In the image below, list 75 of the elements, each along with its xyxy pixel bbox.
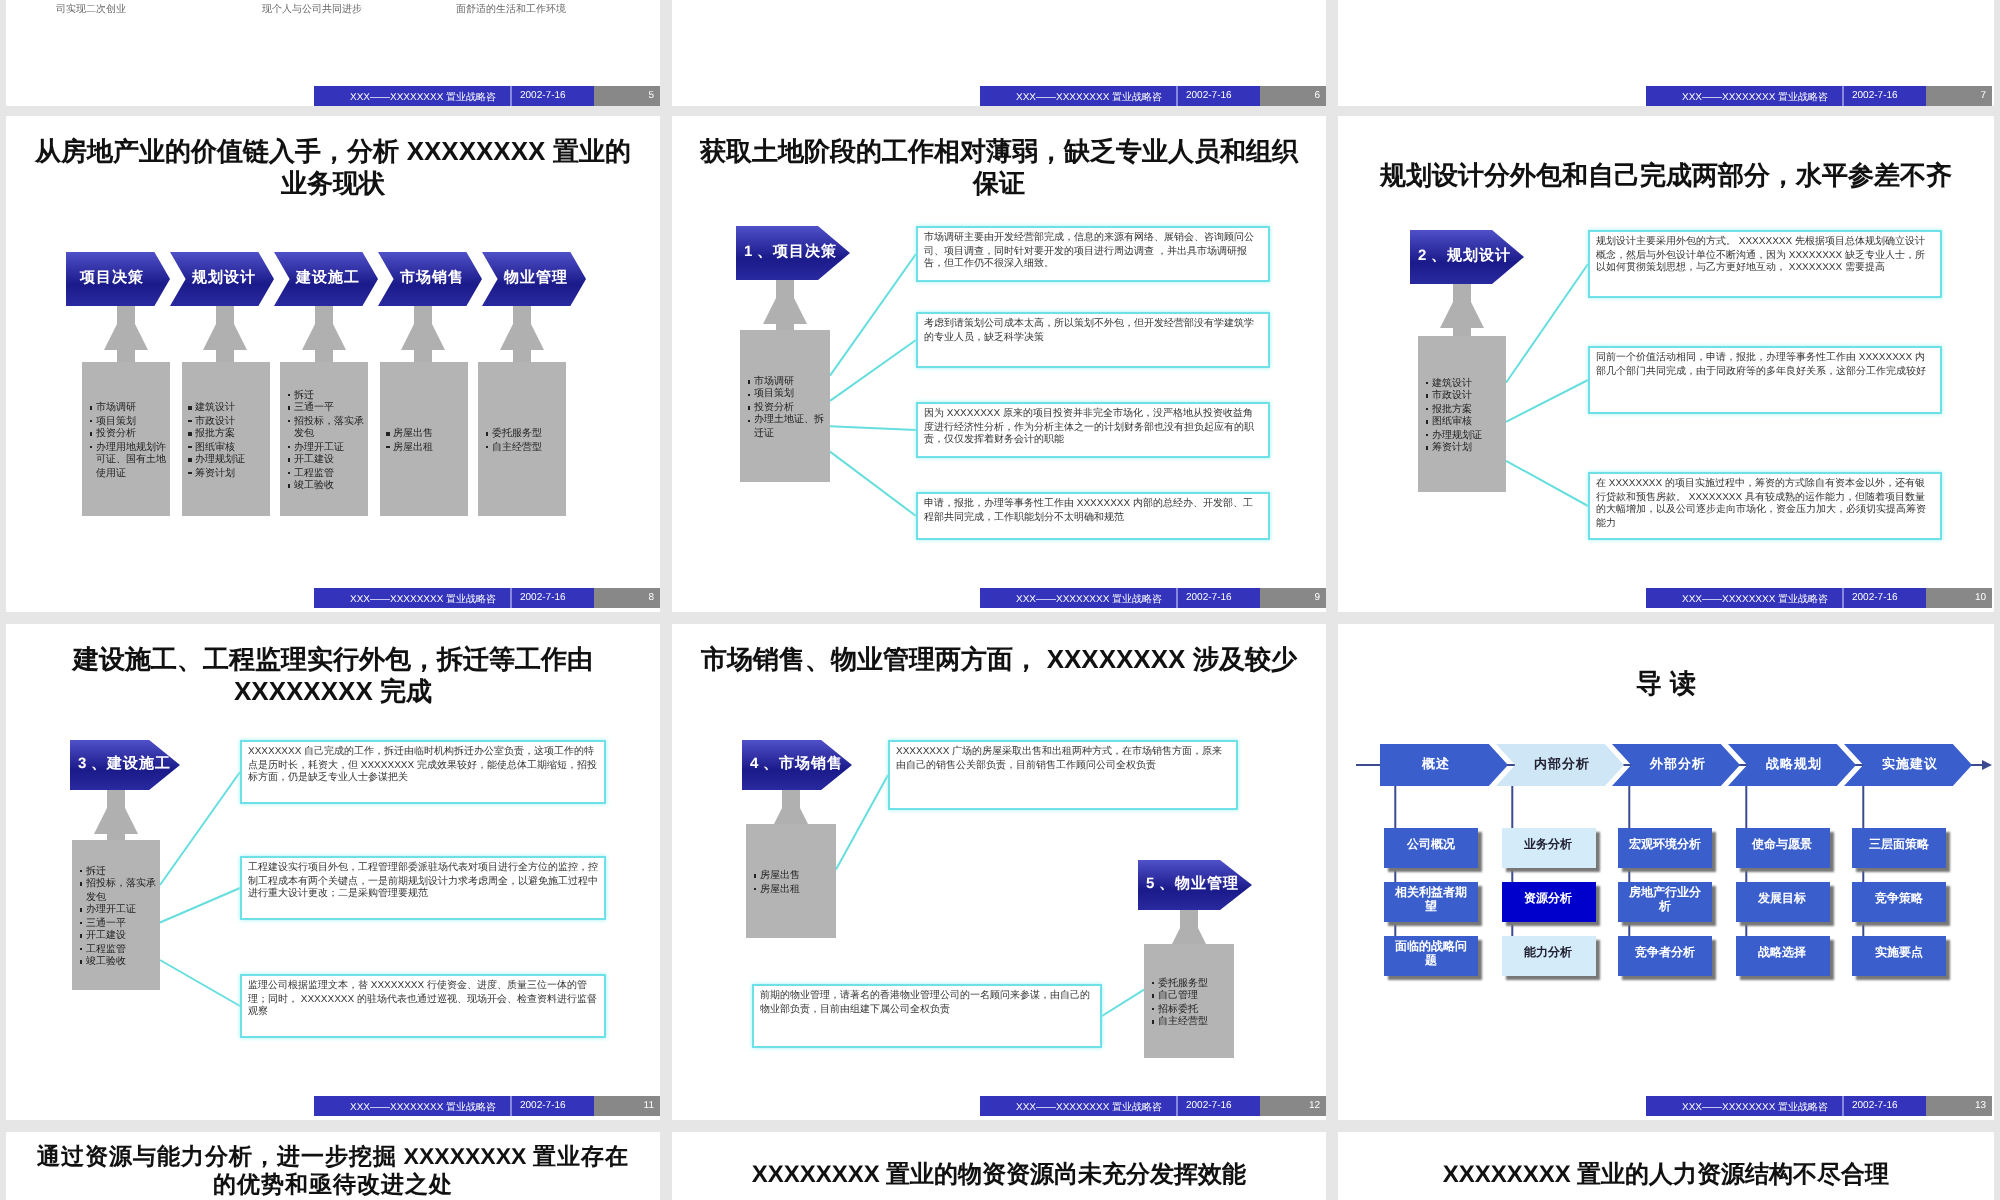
block-arrow xyxy=(401,306,445,362)
slide-panel xyxy=(672,1132,1326,1200)
connector-line xyxy=(1745,921,1748,937)
bullet-list-box xyxy=(379,362,467,516)
connector-line xyxy=(1628,785,1631,829)
slide-panel xyxy=(6,0,660,106)
block-arrow xyxy=(302,306,346,362)
block-arrow xyxy=(203,306,247,362)
footer-bar xyxy=(314,1096,660,1116)
block-arrow xyxy=(500,306,544,362)
slide-panel xyxy=(6,624,660,1120)
callout-line xyxy=(159,959,241,1007)
callout-line xyxy=(835,774,889,871)
footer-bar xyxy=(980,588,1326,608)
callout-line xyxy=(159,887,241,924)
slide-panel xyxy=(1338,624,1994,1120)
connector-line xyxy=(1745,785,1748,829)
block-arrow xyxy=(763,280,807,330)
slide-title: XXXXXXXX 置业的人力资源结构不尽合理 xyxy=(1440,1160,1892,1190)
callout-line xyxy=(829,339,917,402)
connector-line xyxy=(1745,867,1748,883)
callout-line xyxy=(1505,459,1589,507)
connector-line xyxy=(1862,867,1865,883)
slide-title: 导 读 xyxy=(1634,668,1698,701)
connector-line xyxy=(1394,921,1397,937)
callout-line xyxy=(829,450,917,517)
slide-panel xyxy=(6,1132,660,1200)
bullet-list-box xyxy=(478,362,566,516)
connector-line xyxy=(1394,867,1397,883)
slide-panel xyxy=(6,116,660,612)
callout-line xyxy=(829,253,917,377)
slide-title: 获取土地阶段的工作相对薄弱，缺乏专业人员和组织保证 xyxy=(698,136,1301,201)
slide-panel xyxy=(1338,0,1994,106)
slide-title: 规划设计分外包和自己完成两部分，水平参差不齐 xyxy=(1377,160,1954,193)
footer-bar xyxy=(314,86,660,106)
slide-panel xyxy=(672,116,1326,612)
slide-title: XXXXXXXX 置业的物资资源尚未充分发挥效能 xyxy=(749,1160,1249,1190)
connector-line xyxy=(1511,867,1514,883)
callout-line xyxy=(1505,263,1589,384)
block-arrow xyxy=(1440,284,1484,336)
slide-title: 通过资源与能力分析，进一步挖掘 XXXXXXXX 置业存在的优势和亟待改进之处 xyxy=(35,1144,631,1200)
block-arrow xyxy=(94,790,138,840)
connector-line xyxy=(1511,785,1514,829)
footer-bar xyxy=(980,1096,1326,1116)
footer-bar xyxy=(314,588,660,608)
slide-panel xyxy=(672,0,1326,106)
slide-title: 从房地产业的价值链入手，分析 XXXXXXXX 置业的业务现状 xyxy=(32,136,633,201)
callout-line xyxy=(159,771,241,886)
slide-panel xyxy=(672,624,1326,1120)
connector-line xyxy=(1511,921,1514,937)
connector-line xyxy=(1628,867,1631,883)
bullet-list-box xyxy=(280,362,368,516)
footer-bar xyxy=(980,86,1326,106)
slide-panel xyxy=(1338,1132,1994,1200)
bullet-list-box xyxy=(1418,336,1506,492)
bullet-list-box xyxy=(82,362,170,516)
callout-line xyxy=(829,425,917,431)
bullet-list-box xyxy=(72,840,160,990)
callout-line xyxy=(1101,988,1145,1017)
connector-line xyxy=(1394,785,1397,829)
bullet-list-box xyxy=(1144,944,1234,1058)
slide-panel xyxy=(1338,116,1994,612)
footer-bar xyxy=(1646,588,1992,608)
connector-line xyxy=(1862,785,1865,829)
bullet-list-box xyxy=(746,824,836,938)
bullet-list-box xyxy=(740,330,830,482)
block-arrow xyxy=(104,306,148,362)
footer-bar xyxy=(1646,86,1992,106)
slide-title: 建设施工、工程监理实行外包，拆迁等工作由 XXXXXXXX 完成 xyxy=(69,644,595,709)
slide-title: 市场销售、物业管理两方面， XXXXXXXX 涉及较少 xyxy=(699,644,1300,677)
bullet-list-box xyxy=(181,362,269,516)
callout-line xyxy=(1505,379,1589,423)
footer-bar xyxy=(1646,1096,1992,1116)
connector-line xyxy=(1862,921,1865,937)
connector-line xyxy=(1628,921,1631,937)
